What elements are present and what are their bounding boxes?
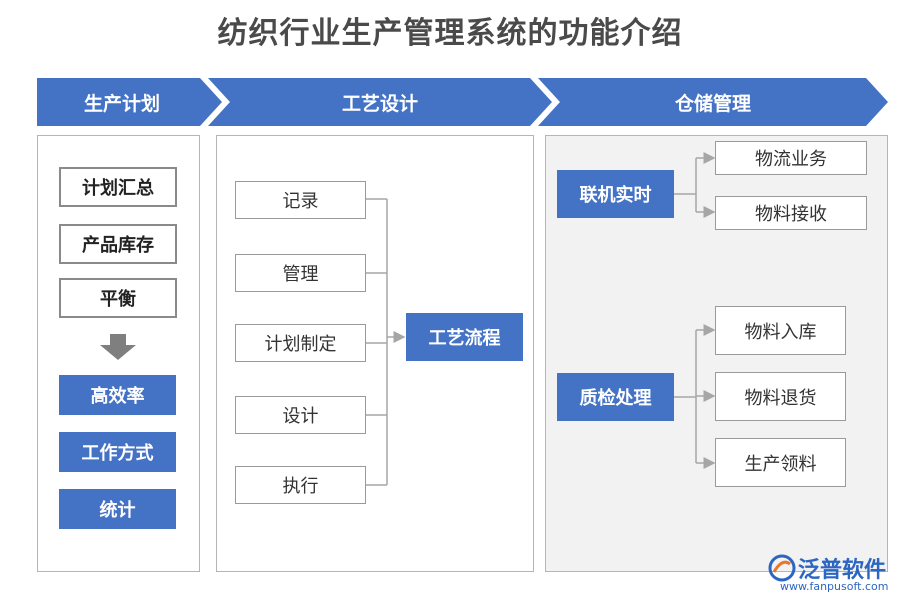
process-step-planning: 计划制定 (235, 324, 366, 362)
plan-item-efficiency: 高效率 (59, 375, 176, 415)
plan-item-work-mode: 工作方式 (59, 432, 176, 472)
storage-issue-box: 生产领料 (715, 438, 846, 487)
header-chevron-storage (538, 78, 888, 126)
online-connectors (674, 152, 716, 218)
brand-logo: 泛普软件 www.fanpusoft.com (768, 552, 893, 596)
storage-online-box: 联机实时 (557, 170, 674, 218)
storage-inbound-box: 物料入库 (715, 306, 846, 355)
plan-item-balance: 平衡 (59, 278, 177, 318)
storage-logistics-box: 物流业务 (715, 141, 867, 175)
plan-item-inventory: 产品库存 (59, 224, 177, 264)
header-process-label: 工艺设计 (341, 92, 418, 115)
down-arrow-icon (100, 334, 136, 360)
process-step-manage: 管理 (235, 254, 366, 292)
quality-connectors (674, 324, 716, 469)
process-step-execute: 执行 (235, 466, 366, 504)
storage-quality-box: 质检处理 (557, 373, 674, 421)
logo-url: www.fanpusoft.com (780, 580, 889, 593)
logo-icon (768, 554, 796, 582)
process-connectors (366, 198, 406, 486)
storage-receiving-box: 物料接收 (715, 196, 867, 230)
plan-item-statistics: 统计 (59, 489, 176, 529)
process-step-design: 设计 (235, 396, 366, 434)
header-storage-label: 仓储管理 (674, 92, 751, 115)
header-chevron-process (208, 78, 552, 126)
process-step-record: 记录 (235, 181, 366, 219)
header-plan-label: 生产计划 (83, 92, 160, 115)
plan-item-summary: 计划汇总 (59, 167, 177, 207)
page-title: 纺织行业生产管理系统的功能介绍 (217, 16, 683, 51)
header-chevron-plan (37, 78, 222, 126)
process-flow-box: 工艺流程 (406, 313, 523, 361)
logo-name: 泛普软件 (798, 558, 887, 583)
storage-return-box: 物料退货 (715, 372, 846, 421)
